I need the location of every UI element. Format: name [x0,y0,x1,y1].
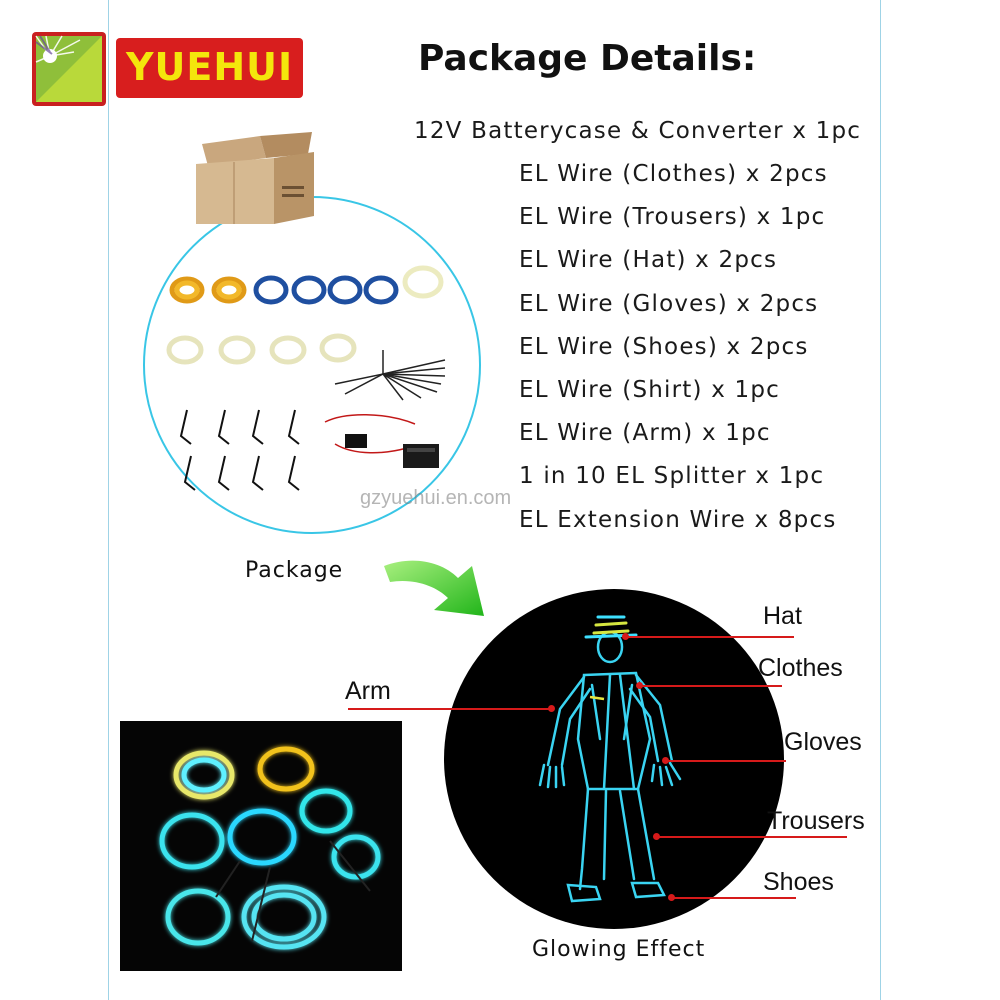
callout-label-clothes: Clothes [758,654,843,682]
starburst-logo-icon [35,35,102,102]
callout-label-hat: Hat [763,602,802,630]
list-item: EL Wire (Clothes) x 2pcs [519,161,828,187]
list-item: EL Extension Wire x 8pcs [519,507,837,533]
left-border-line [108,0,109,1000]
callout-dot-trousers [653,833,660,840]
list-item: 12V Batterycase & Converter x 1pc [414,118,862,144]
glowing-wire-coils [159,746,381,950]
list-item: EL Wire (Gloves) x 2pcs [519,291,819,317]
callout-line-arm [348,708,552,710]
list-item: 1 in 10 EL Splitter x 1pc [519,463,825,489]
callout-dot-shoes [668,894,675,901]
page-title: Package Details: [418,38,757,79]
list-item: EL Wire (Arm) x 1pc [519,420,771,446]
glowing-effect-caption: Glowing Effect [532,937,706,962]
callout-dot-arm [548,705,555,712]
brand-name: YUEHUI [116,38,304,98]
green-curved-arrow-icon [384,560,484,616]
callout-line-shoes [672,897,796,899]
list-item: EL Wire (Shirt) x 1pc [519,377,780,403]
callout-line-hat [626,636,794,638]
package-contents-illustration [166,265,446,491]
glowing-effect-circle [444,589,784,929]
callout-dot-clothes [636,682,643,689]
glowing-costume-figure [538,615,682,903]
cardboard-box-icon [196,132,314,224]
callout-line-gloves [666,760,786,762]
callout-label-trousers: Trousers [767,807,865,835]
list-item: EL Wire (Hat) x 2pcs [519,247,778,273]
callout-label-gloves: Gloves [784,728,862,756]
list-item: EL Wire (Trousers) x 1pc [519,204,826,230]
package-caption: Package [245,558,344,583]
package-contents-circle [143,196,481,534]
logo-emblem [32,32,106,106]
callout-line-clothes [640,685,782,687]
right-border-line [880,0,881,1000]
callout-label-shoes: Shoes [763,868,834,896]
glowing-wires-photo [120,721,402,971]
list-item: EL Wire (Shoes) x 2pcs [519,334,809,360]
callout-line-trousers [657,836,847,838]
callout-label-arm: Arm [345,677,391,705]
callout-dot-gloves [662,757,669,764]
watermark: gzyuehui.en.com [360,487,512,509]
callout-dot-hat [622,633,629,640]
